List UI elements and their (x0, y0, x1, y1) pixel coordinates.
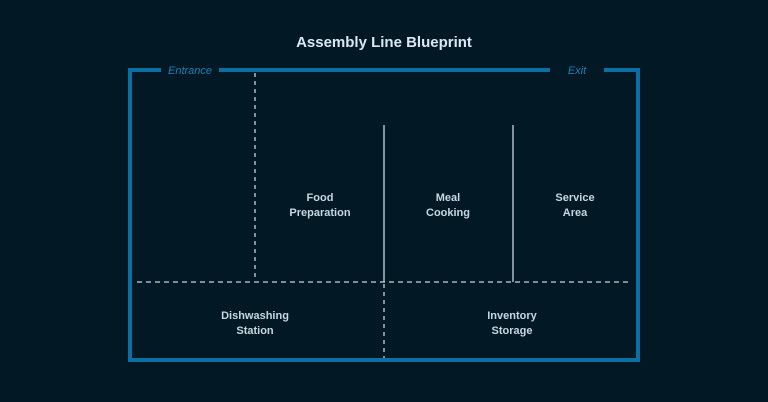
svg-text:Inventory: Inventory (487, 310, 537, 322)
zone-food-preparation: Food Preparation (289, 192, 350, 219)
entrance-label: Entrance (168, 65, 212, 77)
svg-text:Station: Station (236, 325, 274, 337)
svg-text:Storage: Storage (492, 325, 533, 337)
zone-dishwashing-station: Dishwashing Station (221, 310, 289, 337)
exit-label: Exit (568, 65, 587, 77)
svg-text:Area: Area (563, 207, 588, 219)
svg-text:Preparation: Preparation (289, 207, 350, 219)
diagram-title: Assembly Line Blueprint (296, 34, 472, 51)
svg-text:Meal: Meal (436, 192, 460, 204)
svg-text:Cooking: Cooking (426, 207, 470, 219)
outer-wall (128, 68, 640, 362)
svg-text:Food: Food (307, 192, 334, 204)
svg-text:Dishwashing: Dishwashing (221, 310, 289, 322)
zone-service-area: Service Area (555, 192, 594, 219)
svg-text:Service: Service (555, 192, 594, 204)
zone-inventory-storage: Inventory Storage (487, 310, 537, 337)
zone-meal-cooking: Meal Cooking (426, 192, 470, 219)
